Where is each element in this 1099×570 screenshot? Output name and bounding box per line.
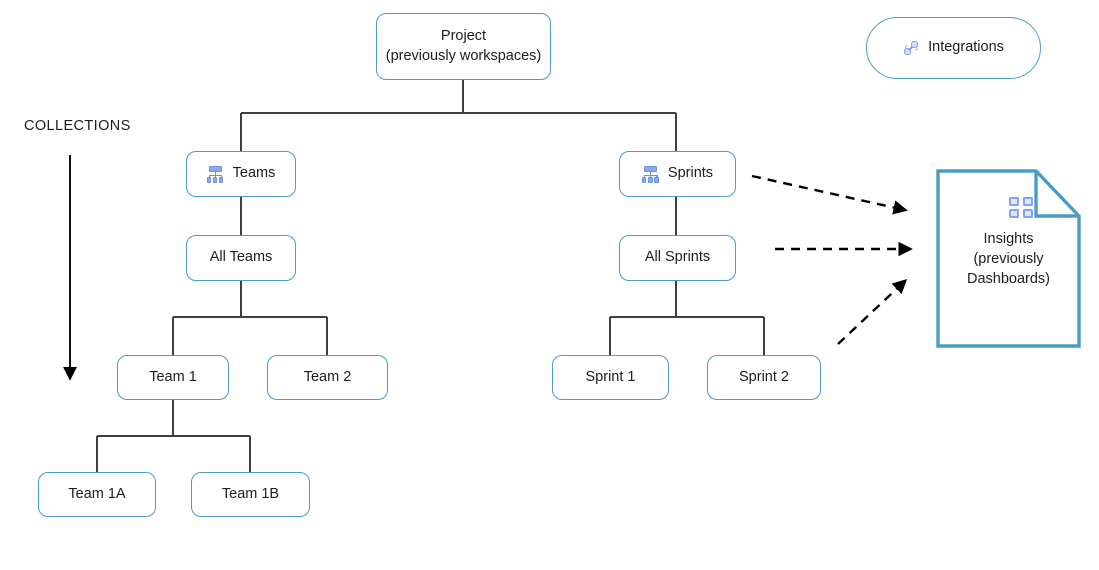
node-integrations-label: Integrations [928,39,1004,56]
node-team-1[interactable]: Team 1 [117,355,229,400]
node-project[interactable]: Project (previously workspaces) [376,13,551,80]
node-team-1b-label: Team 1B [221,485,280,502]
collections-label: COLLECTIONS [24,118,131,134]
node-sprints[interactable]: Sprints [619,151,736,197]
link-icon [903,40,919,56]
node-all-sprints-label: All Sprints [644,249,711,266]
node-sprints-label: Sprints [667,165,714,182]
node-sprint-1[interactable]: Sprint 1 [552,355,669,400]
node-sprint-2-label: Sprint 2 [739,368,789,385]
node-all-teams-label: All Teams [209,249,273,266]
node-team-2-label: Team 2 [303,368,352,385]
node-teams[interactable]: Teams [186,151,296,197]
node-all-sprints[interactable]: All Sprints [619,235,736,281]
node-team-1-label: Team 1 [149,368,197,385]
node-teams-label: Teams [232,165,276,182]
node-sprint-2[interactable]: Sprint 2 [707,355,821,400]
node-all-teams[interactable]: All Teams [186,235,296,281]
document-shape-icon [936,169,1081,348]
hierarchy-icon [206,165,224,183]
node-team-1b[interactable]: Team 1B [191,472,310,517]
node-insights[interactable]: Insights (previously Dashboards) [936,169,1081,348]
dashed-arrow-sprint2-to-insights [837,279,908,345]
node-sprint-1-label: Sprint 1 [585,368,636,385]
node-team-2[interactable]: Team 2 [267,355,388,400]
node-team-1a[interactable]: Team 1A [38,472,156,517]
node-integrations[interactable]: Integrations [866,17,1041,79]
node-project-label: Project (previously workspaces) [385,28,542,64]
node-team-1a-label: Team 1A [68,485,126,502]
hierarchy-icon [642,165,659,183]
dashed-arrow-sprints-to-insights [751,174,908,215]
node-insights-label: Insights (previously Dashboards) [966,231,1050,287]
